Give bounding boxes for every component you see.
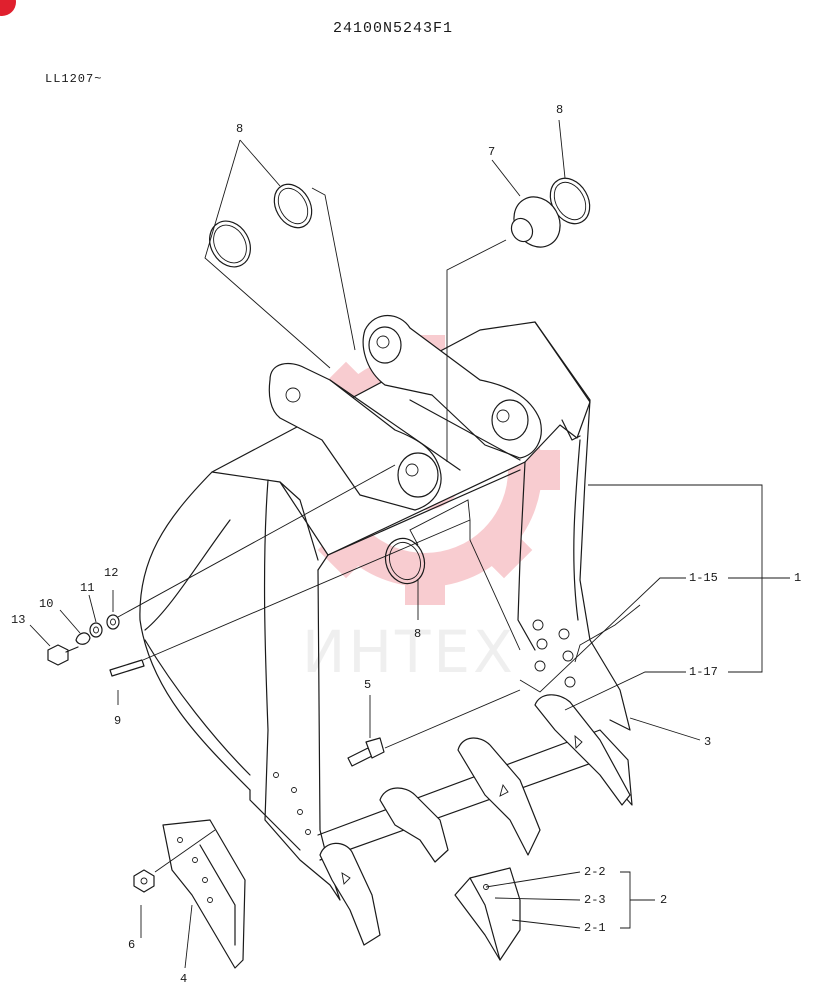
bucket-body (139, 321, 633, 901)
callout-10: 10 (39, 597, 54, 611)
callout-5: 5 (364, 678, 372, 692)
side-cutter-plate (162, 819, 246, 969)
callout-8-right: 8 (556, 103, 564, 117)
bucket-bosses (268, 315, 542, 511)
callout-12: 12 (104, 566, 119, 580)
callout-2-2: 2-2 (584, 865, 606, 879)
callout-7: 7 (488, 145, 496, 159)
callout-8-center: 8 (414, 627, 422, 641)
bushing-part (510, 196, 561, 248)
callout-6: 6 (128, 938, 136, 952)
replacement-tooth (454, 867, 521, 961)
callout-2-1: 2-1 (584, 921, 606, 935)
serial-range-label: LL1207~ (45, 72, 103, 86)
part-number-title: 24100N5243F1 (333, 20, 454, 37)
o-ring-seals (209, 177, 591, 585)
callout-8-left: 8 (236, 122, 244, 136)
bucket-teeth (319, 694, 631, 946)
callout-3: 3 (704, 735, 712, 749)
callout-11: 11 (80, 581, 95, 595)
side-plate-holes (273, 619, 576, 835)
callout-13: 13 (11, 613, 26, 627)
pin-hardware (47, 614, 385, 893)
callout-2-3: 2-3 (584, 893, 606, 907)
callout-2: 2 (660, 893, 668, 907)
callout-4: 4 (180, 972, 188, 986)
callout-9: 9 (114, 714, 122, 728)
callout-1-15: 1-15 (689, 571, 718, 585)
callout-1-17: 1-17 (689, 665, 718, 679)
leader-lines (29, 119, 790, 969)
watermark-text: ИНТЕХ (302, 618, 516, 686)
callout-1: 1 (794, 571, 802, 585)
